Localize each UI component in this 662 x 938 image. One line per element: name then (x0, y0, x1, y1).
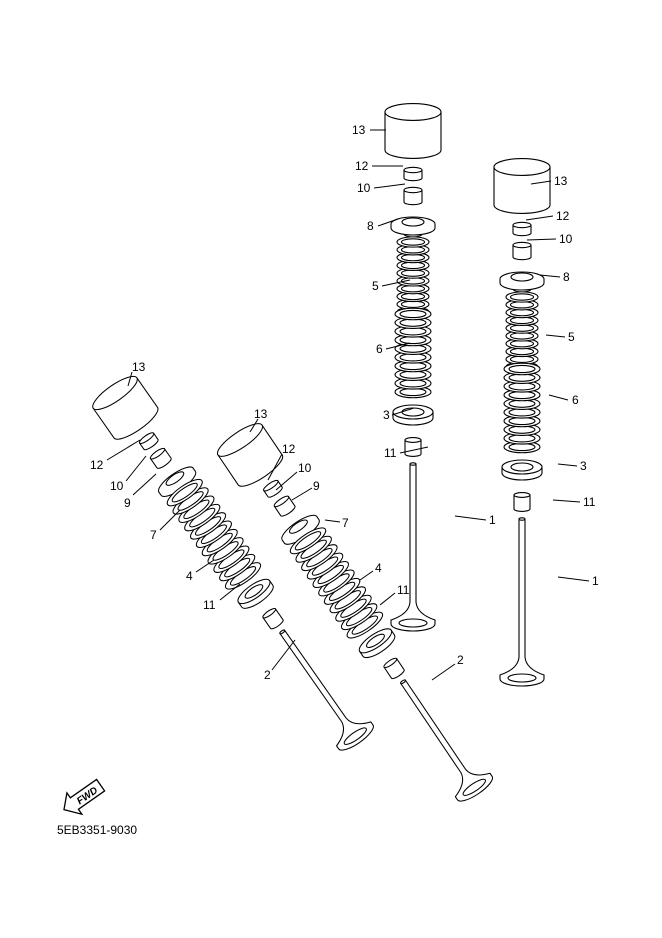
valve-spring-7 (289, 527, 384, 639)
callout-9: 9 (124, 496, 131, 510)
valve-stem-seal-11 (262, 607, 284, 630)
callouts-right: 13 12 10 8 5 6 3 11 1 (525, 174, 599, 588)
callout-3: 3 (383, 408, 390, 422)
valve-spring-outer-6 (503, 362, 541, 454)
valve-spring-inner-5 (505, 291, 539, 373)
valve-spring-outer-6 (394, 307, 432, 399)
valve-cotter-10 (149, 447, 172, 469)
spring-retainer-8 (499, 271, 545, 293)
spring-seat-3 (501, 459, 543, 481)
adjusting-pad-12 (138, 432, 159, 451)
callout-8: 8 (367, 219, 374, 233)
exhaust-valve-2 (279, 629, 374, 751)
adjusting-pad-12 (403, 166, 423, 182)
exhaust-valve-2 (400, 679, 494, 802)
adjusting-pad-12 (512, 221, 532, 237)
callout-9: 9 (313, 479, 320, 493)
callout-1: 1 (592, 574, 599, 588)
callout-11: 11 (397, 583, 410, 597)
callout-8: 8 (563, 270, 570, 284)
spring-seat-4 (237, 578, 274, 609)
callout-12: 12 (355, 159, 369, 173)
callout-12: 12 (556, 209, 570, 223)
valve-cotter-10 (273, 495, 296, 517)
callout-11: 11 (583, 495, 596, 509)
part-code: 5EB3351-9030 (57, 823, 137, 837)
callout-6: 6 (376, 342, 383, 356)
adjusting-pad-12 (262, 479, 283, 498)
callout-13: 13 (554, 174, 568, 188)
intake-valve-1 (499, 517, 545, 687)
callout-10: 10 (559, 232, 573, 246)
callout-13: 13 (132, 360, 146, 374)
intake-assembly-right (493, 158, 551, 687)
valve-cotter-10 (512, 241, 532, 261)
valve-lifter-13 (493, 158, 551, 214)
valve-stem-seal-11 (383, 657, 405, 680)
valve-lifter-13 (384, 103, 442, 159)
callout-2: 2 (457, 653, 464, 667)
intake-assembly-center (384, 103, 442, 632)
callout-5: 5 (568, 330, 575, 344)
valve-cotter-10 (403, 186, 423, 206)
callout-7: 7 (342, 516, 349, 530)
valve-lifter-13 (216, 423, 284, 487)
callout-10: 10 (357, 181, 371, 195)
callouts-middle: 13 12 10 9 7 4 11 2 (249, 407, 464, 681)
callouts-center: 13 12 10 8 5 6 3 11 1 (352, 123, 496, 527)
callout-10: 10 (298, 461, 312, 475)
forward-arrow-icon: FWD (63, 778, 106, 816)
callout-1: 1 (489, 513, 496, 527)
callout-4: 4 (375, 561, 382, 575)
callout-13: 13 (352, 123, 366, 137)
callout-2: 2 (264, 668, 271, 682)
callout-6: 6 (572, 393, 579, 407)
callout-12: 12 (90, 458, 104, 472)
parts-layer (92, 103, 551, 802)
valve-spring-inner-5 (396, 236, 430, 318)
callout-12: 12 (282, 442, 296, 456)
valve-stem-seal-11 (404, 437, 422, 457)
callout-11: 11 (384, 446, 397, 460)
spring-retainer-8 (390, 216, 436, 238)
callout-3: 3 (580, 459, 587, 473)
exhaust-assembly-left (92, 375, 374, 751)
callout-5: 5 (372, 279, 379, 293)
exhaust-assembly-middle (216, 423, 494, 802)
valve-spring-7 (166, 478, 262, 590)
valve-stem-seal-11 (513, 492, 531, 512)
callouts-left: 13 12 10 9 7 4 11 2 (90, 360, 296, 682)
callout-7: 7 (150, 528, 157, 542)
spring-seat-4 (358, 628, 396, 659)
intake-valve-1 (390, 462, 436, 632)
callout-11: 11 (203, 598, 216, 612)
valve-lifter-13 (92, 375, 159, 440)
callout-10: 10 (110, 479, 124, 493)
callout-13: 13 (254, 407, 268, 421)
callout-4: 4 (186, 569, 193, 583)
